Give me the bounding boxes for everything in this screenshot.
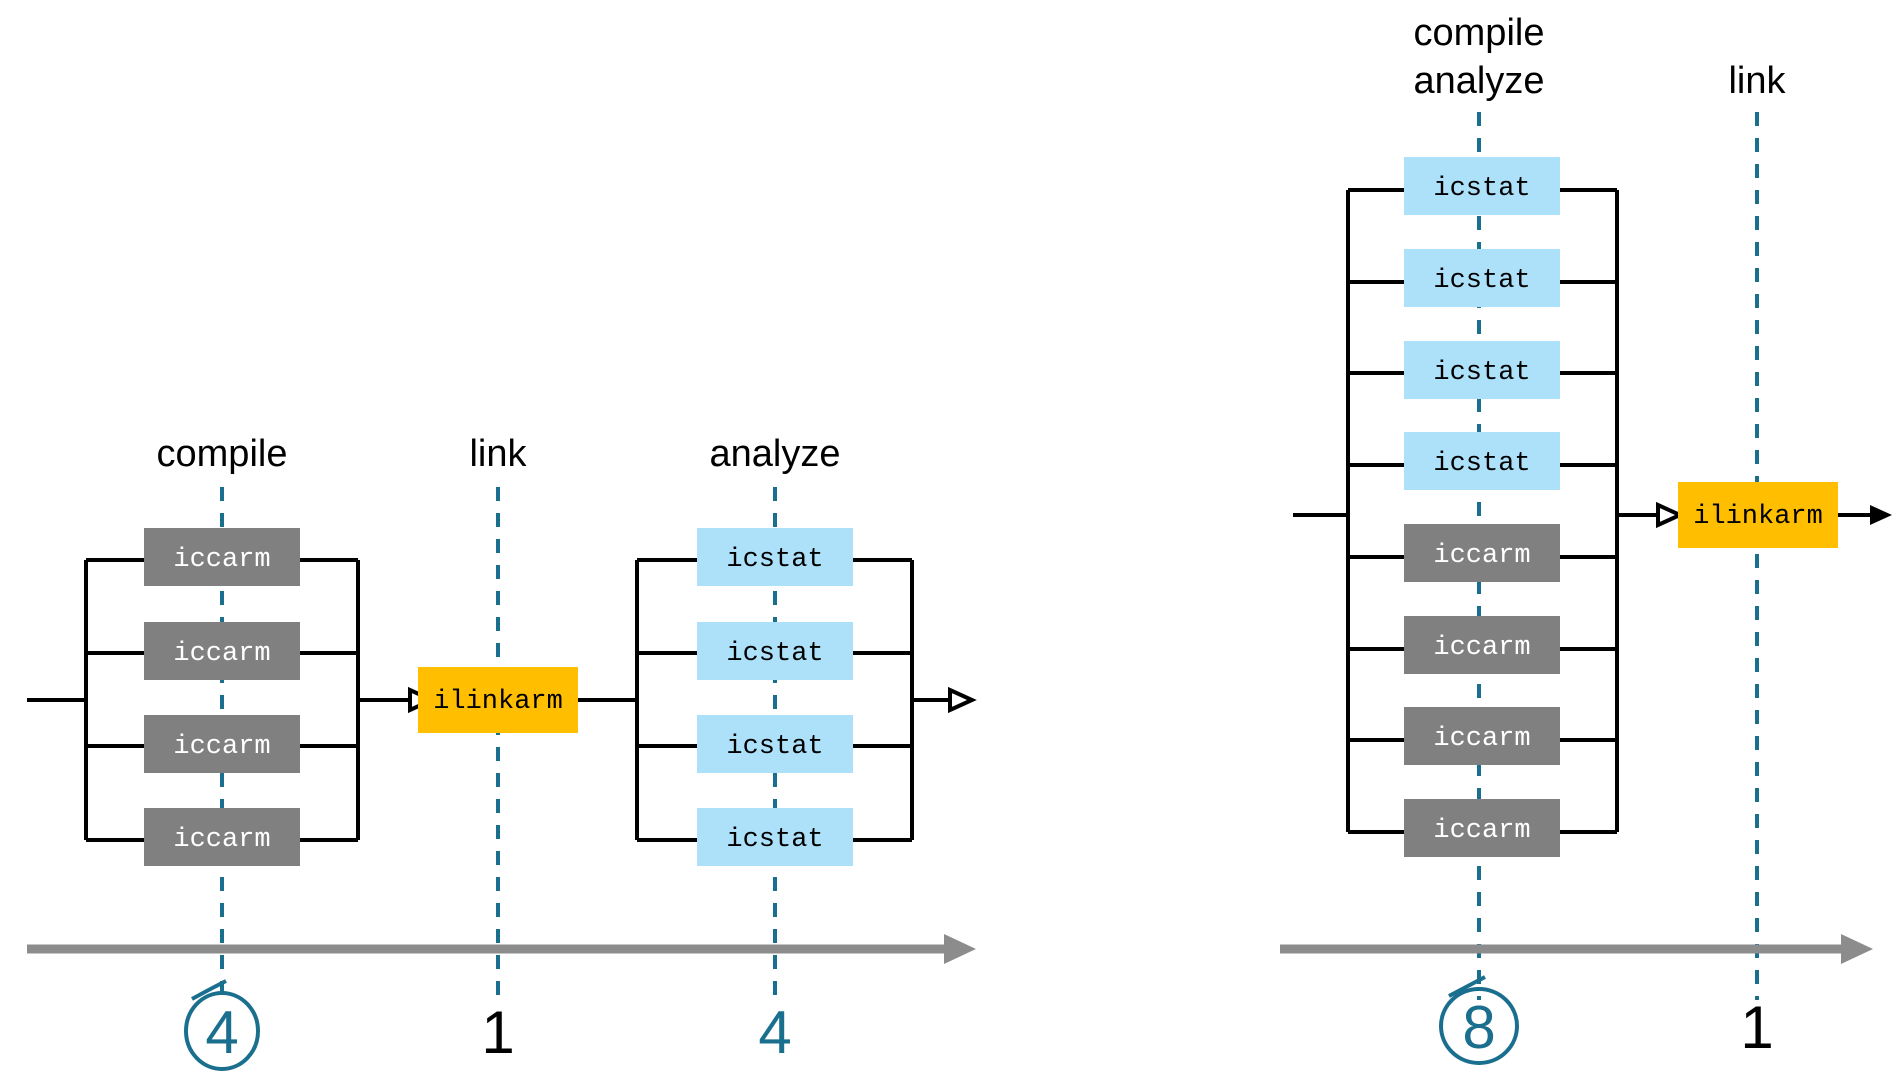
- right-compile-label: compile: [1414, 12, 1545, 54]
- right-diagram: compile analyze link: [1280, 12, 1892, 1065]
- right-timeline: [1280, 934, 1873, 964]
- right-group-box-3-label: icstat: [1433, 358, 1530, 388]
- right-link-output-arrow: [1838, 505, 1892, 525]
- left-count-compile-value: 4: [205, 999, 238, 1066]
- right-count-compile-analyze-circle-tail: [1448, 975, 1486, 998]
- right-count-compile-analyze-value: 8: [1462, 994, 1495, 1061]
- right-group-box-3[interactable]: icstat: [1404, 341, 1560, 399]
- left-count-compile-circle: [184, 991, 260, 1071]
- left-count-compile-circle-tail: [191, 979, 227, 1001]
- left-analyze-label: analyze: [710, 433, 841, 475]
- right-group-box-6[interactable]: iccarm: [1404, 616, 1560, 674]
- right-link-label: link: [1728, 60, 1786, 102]
- right-group-box-7-label: iccarm: [1433, 724, 1530, 754]
- left-compile-label: compile: [157, 433, 288, 475]
- right-group-box-5-label: iccarm: [1433, 541, 1530, 571]
- left-compile-box-2-label: iccarm: [173, 639, 270, 669]
- left-link-label: link: [469, 433, 527, 475]
- left-link-box[interactable]: ilinkarm: [418, 667, 578, 733]
- left-analyze-group: icstat icstat icstat icstat: [697, 528, 853, 866]
- right-group: icstat icstat icstat icstat iccarm iccar…: [1404, 157, 1560, 857]
- right-group-rails: [1293, 188, 1685, 834]
- left-analyze-box-3-label: icstat: [726, 732, 823, 762]
- left-count-compile: 4: [184, 979, 260, 1071]
- left-count-link-value: 1: [481, 999, 514, 1066]
- right-link-box-label: ilinkarm: [1693, 502, 1823, 532]
- right-group-box-1[interactable]: icstat: [1404, 157, 1560, 215]
- left-compile-box-4-label: iccarm: [173, 825, 270, 855]
- right-group-box-8-label: iccarm: [1433, 816, 1530, 846]
- left-compile-box-4[interactable]: iccarm: [144, 808, 300, 866]
- right-group-box-2[interactable]: icstat: [1404, 249, 1560, 307]
- left-diagram: compile link analyze iccarm: [27, 433, 977, 1071]
- left-compile-box-3[interactable]: iccarm: [144, 715, 300, 773]
- left-analyze-box-3[interactable]: icstat: [697, 715, 853, 773]
- right-group-box-6-label: iccarm: [1433, 633, 1530, 663]
- left-compile-box-1[interactable]: iccarm: [144, 528, 300, 586]
- right-group-box-5[interactable]: iccarm: [1404, 524, 1560, 582]
- left-analyze-box-2[interactable]: icstat: [697, 622, 853, 680]
- left-compile-box-1-label: iccarm: [173, 545, 270, 575]
- right-analyze-label: analyze: [1414, 60, 1545, 102]
- right-group-box-1-label: icstat: [1433, 174, 1530, 204]
- left-compile-box-3-label: iccarm: [173, 732, 270, 762]
- left-compile-rails: [27, 558, 437, 842]
- left-analyze-rails: [578, 558, 977, 842]
- left-timeline-arrowhead: [944, 934, 976, 964]
- right-group-box-4[interactable]: icstat: [1404, 432, 1560, 490]
- left-analyze-box-2-label: icstat: [726, 639, 823, 669]
- left-analyze-box-1[interactable]: icstat: [697, 528, 853, 586]
- right-count-compile-analyze-circle: [1439, 987, 1519, 1065]
- right-group-box-7[interactable]: iccarm: [1404, 707, 1560, 765]
- right-group-box-8[interactable]: iccarm: [1404, 799, 1560, 857]
- left-compile-group: iccarm iccarm iccarm iccarm: [144, 528, 300, 866]
- left-link-box-label: ilinkarm: [433, 687, 563, 717]
- left-count-analyze-value: 4: [758, 999, 791, 1066]
- right-group-box-2-label: icstat: [1433, 266, 1530, 296]
- left-analyze-box-1-label: icstat: [726, 545, 823, 575]
- right-count-compile-analyze: 8: [1439, 975, 1519, 1065]
- right-timeline-arrowhead: [1841, 934, 1873, 964]
- left-timeline: [27, 934, 976, 964]
- right-group-box-4-label: icstat: [1433, 449, 1530, 479]
- right-count-link-value: 1: [1740, 994, 1773, 1061]
- left-analyze-box-4-label: icstat: [726, 825, 823, 855]
- left-compile-box-2[interactable]: iccarm: [144, 622, 300, 680]
- right-link-box[interactable]: ilinkarm: [1678, 482, 1838, 548]
- left-analyze-box-4[interactable]: icstat: [697, 808, 853, 866]
